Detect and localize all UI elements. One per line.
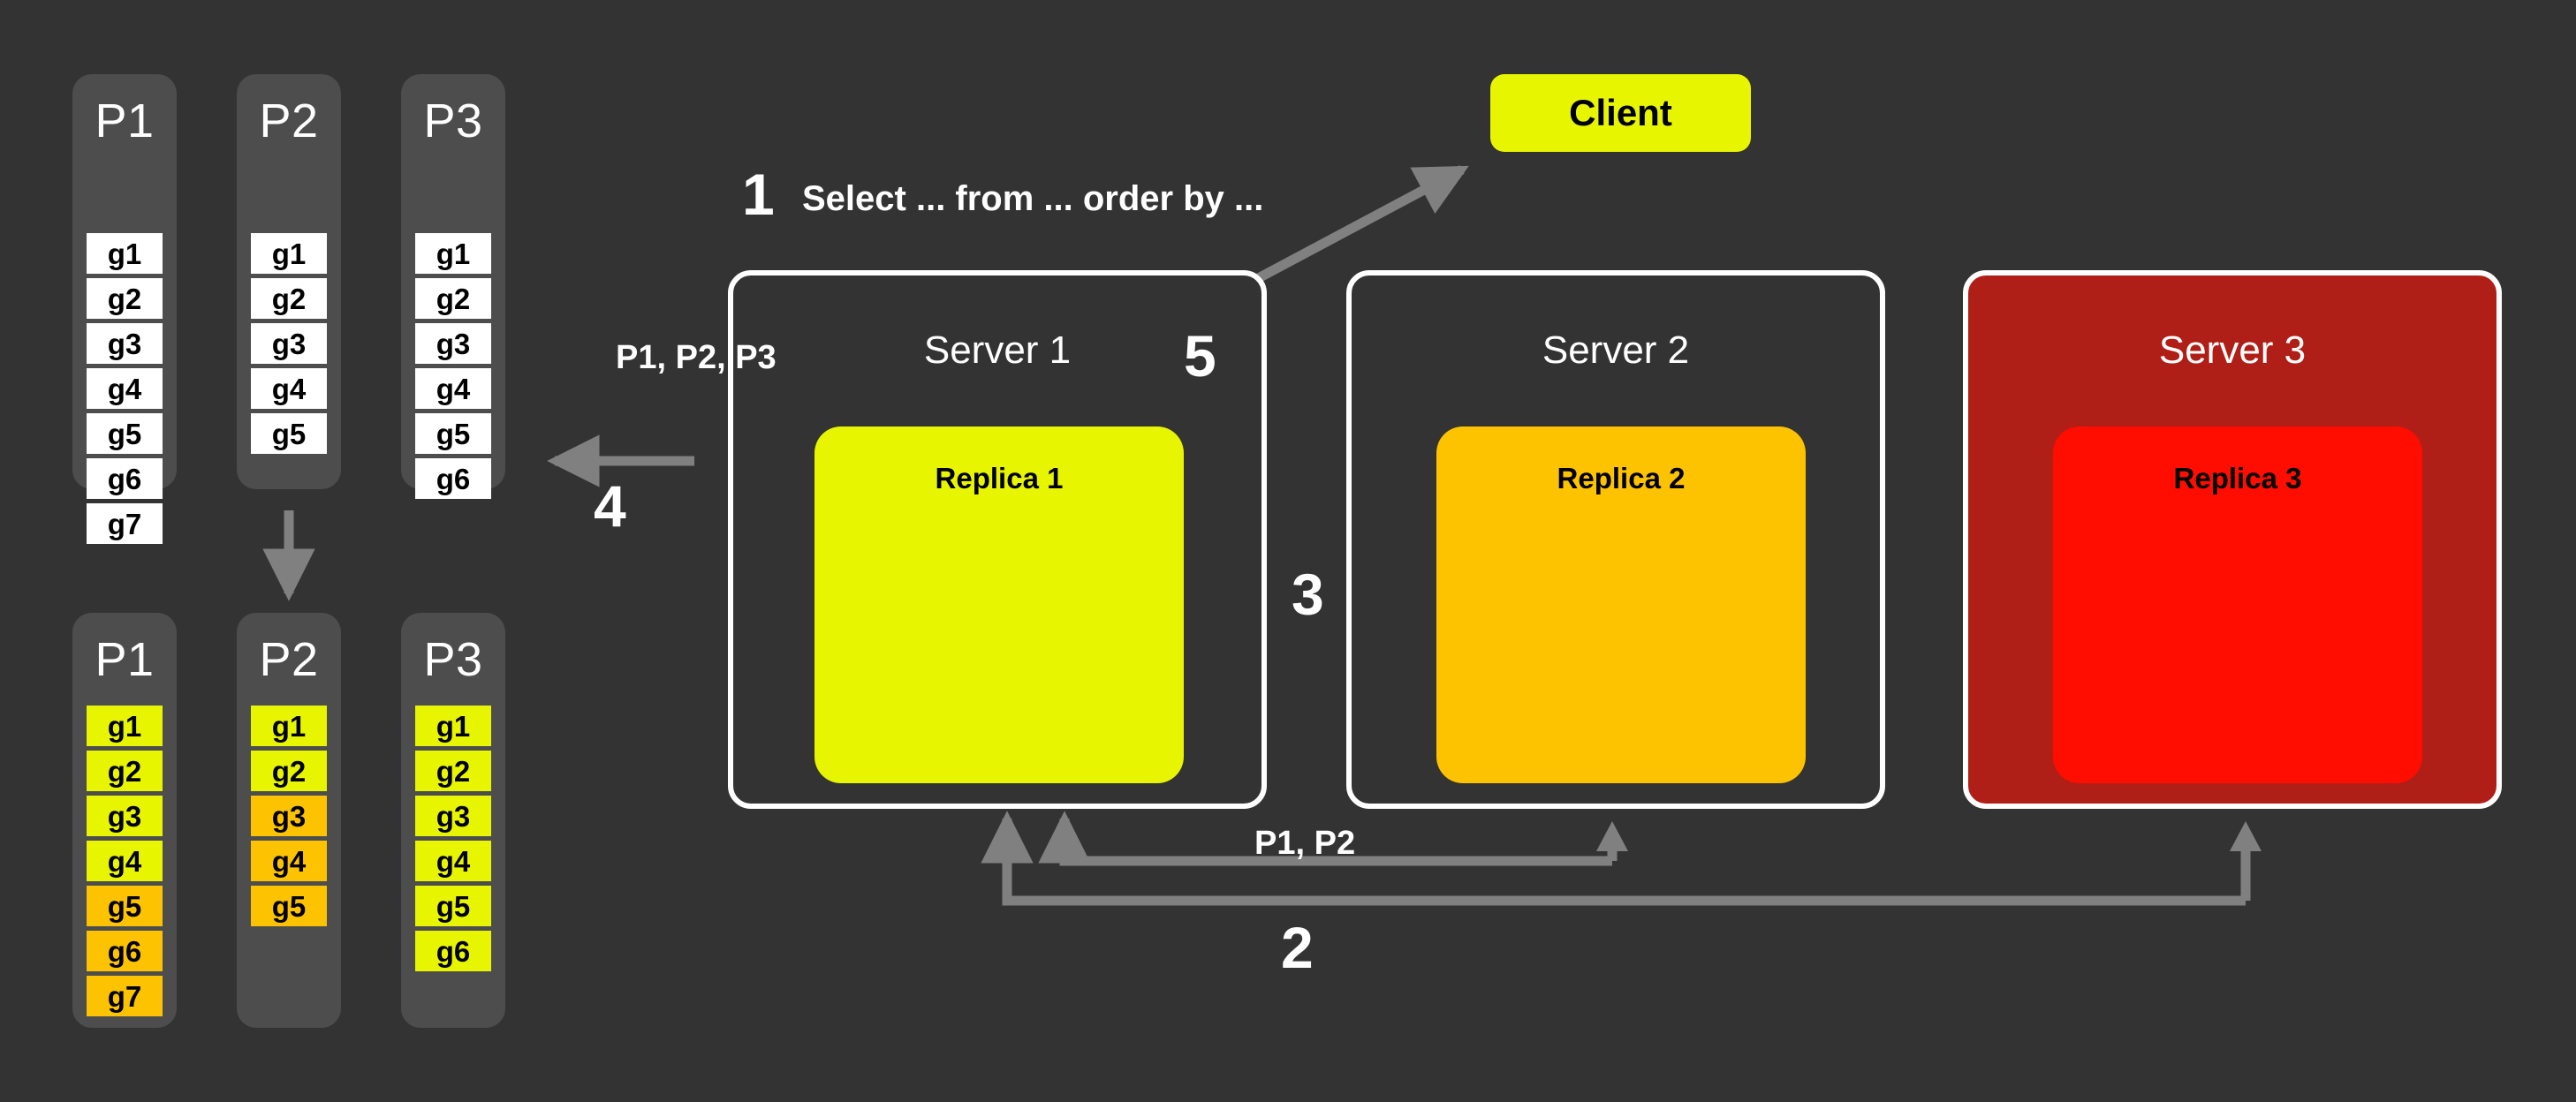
partition-column-p1-after: P1 g1 g2 g3 g4 g5 g6 g7: [72, 613, 177, 1028]
server-title: Server 2: [1542, 328, 1690, 372]
partition-cell: g4: [415, 841, 491, 881]
step-number-3: 3: [1292, 562, 1324, 627]
arrowhead-server3-riser: [2230, 821, 2262, 851]
arrow-server3-to-server1: [981, 811, 2246, 906]
partition-cell: g5: [415, 413, 491, 454]
step-number-4: 4: [594, 473, 626, 539]
partition-cell: g1: [251, 233, 327, 274]
partition-title: P3: [423, 633, 483, 686]
partition-cell: g4: [415, 368, 491, 409]
server-title: Server 3: [2158, 328, 2307, 372]
partition-column-p2-after: P2 g1 g2 g3 g4 g5: [237, 613, 341, 1028]
partition-title: P1: [95, 94, 155, 147]
step-number-2: 2: [1281, 915, 1314, 980]
partition-cell: g4: [87, 368, 163, 409]
partition-cell: g4: [251, 368, 327, 409]
step-number-1: 1: [742, 162, 775, 227]
partition-cell: g6: [415, 931, 491, 971]
partition-cell: g3: [251, 796, 327, 836]
query-label: Select ... from ... order by ...: [802, 179, 1264, 218]
arrowhead-server2-riser: [1596, 821, 1628, 851]
partition-cell: g1: [415, 706, 491, 746]
client-box[interactable]: Client: [1490, 74, 1751, 152]
partition-cell: g5: [415, 886, 491, 926]
label-partitions-all: P1, P2, P3: [616, 339, 777, 376]
partition-column-p3-before: P3 g1 g2 g3 g4 g5 g6: [401, 74, 505, 499]
partition-cell: g3: [87, 323, 163, 364]
replica-1-box[interactable]: Replica 1: [814, 426, 1184, 783]
replica-2-box[interactable]: Replica 2: [1436, 426, 1806, 783]
partition-title: P3: [423, 94, 483, 147]
client-label: Client: [1569, 92, 1672, 133]
partition-cell: g6: [87, 458, 163, 499]
partition-cell: g2: [415, 278, 491, 319]
partition-cell: g3: [415, 796, 491, 836]
partition-column-p2-before: P2 g1 g2 g3 g4 g5: [237, 74, 341, 489]
server-2-box[interactable]: Server 2 Replica 2: [1346, 270, 1885, 809]
partition-cell: g7: [87, 976, 163, 1016]
partition-cell: g2: [251, 278, 327, 319]
partition-column-p1-before: P1 g1 g2 g3 g4 g5 g6 g7: [72, 74, 177, 544]
partition-cell: g1: [251, 706, 327, 746]
partition-cell: g5: [87, 886, 163, 926]
partition-title: P2: [259, 633, 319, 686]
partition-title: P1: [95, 633, 155, 686]
partition-cell: g6: [415, 458, 491, 499]
partition-cell: g4: [251, 841, 327, 881]
partition-cell: g2: [251, 751, 327, 791]
server-title: Server 1: [923, 328, 1072, 372]
server-3-box[interactable]: Server 3 Replica 3: [1963, 270, 2502, 809]
partition-cell: g3: [87, 796, 163, 836]
partition-cell: g2: [415, 751, 491, 791]
partition-cell: g3: [415, 323, 491, 364]
partition-title: P2: [259, 94, 319, 147]
partition-column-p3-after: P3 g1 g2 g3 g4 g5 g6: [401, 613, 505, 1028]
replica-label: Replica 3: [2173, 462, 2302, 494]
replica-3-box[interactable]: Replica 3: [2053, 426, 2422, 783]
replica-label: Replica 2: [1557, 462, 1686, 494]
partition-cell: g7: [87, 503, 163, 544]
replica-label: Replica 1: [935, 462, 1064, 494]
server-1-box[interactable]: Server 1 Replica 1: [728, 270, 1267, 809]
label-partitions-p1p2: P1, P2: [1254, 825, 1356, 862]
partition-cell: g6: [87, 931, 163, 971]
partition-cell: g5: [87, 413, 163, 454]
partition-cell: g1: [87, 706, 163, 746]
partition-cell: g3: [251, 323, 327, 364]
partition-cell: g1: [415, 233, 491, 274]
partition-cell: g2: [87, 278, 163, 319]
partition-cell: g1: [87, 233, 163, 274]
partition-cell: g2: [87, 751, 163, 791]
partition-cell: g5: [251, 886, 327, 926]
partition-cell: g4: [87, 841, 163, 881]
step-number-5: 5: [1184, 323, 1216, 389]
partition-cell: g5: [251, 413, 327, 454]
